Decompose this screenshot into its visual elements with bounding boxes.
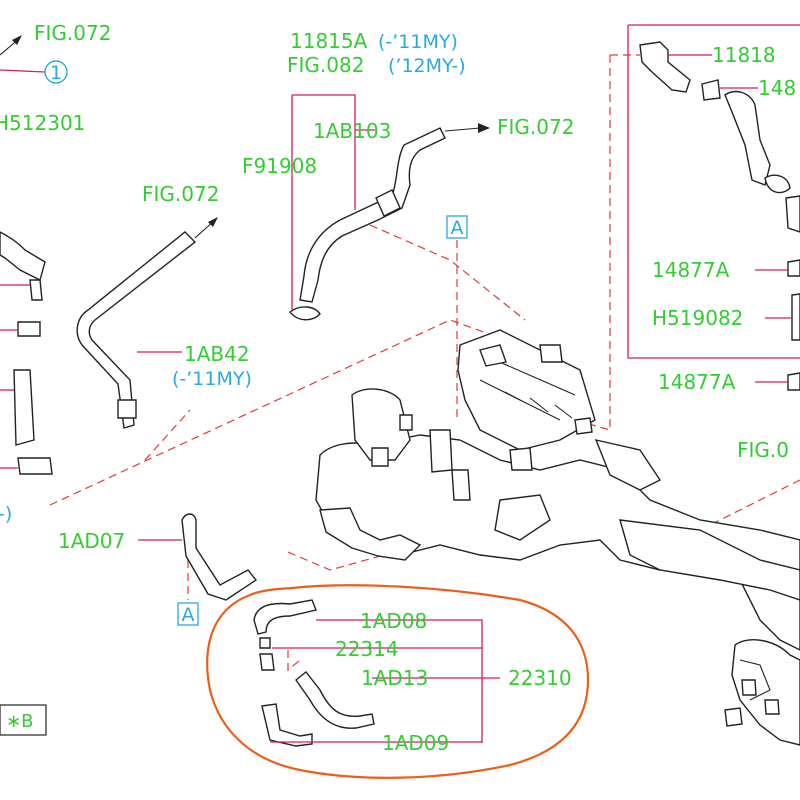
ref-box-a-bottom: A [177, 602, 199, 626]
label-fig072-top-left: FIG.072 [34, 21, 111, 45]
label-11815a-note: (-’11MY) [378, 31, 458, 53]
label-h519082: H519082 [652, 306, 743, 330]
hose-1ab42 [76, 217, 218, 429]
label-fig072-left: FIG.072 [142, 182, 219, 206]
hose-1ad07 [138, 513, 258, 601]
left-edge-hoses [0, 231, 53, 475]
label-22314: 22314 [335, 637, 399, 661]
label-1ab42: 1AB42 [184, 342, 250, 366]
label-circle-1: 1 [50, 62, 62, 84]
label-f91908: F91908 [242, 154, 317, 178]
label-1ad08: 1AD08 [360, 609, 427, 633]
circle-ref-1 [44, 60, 68, 84]
fig072-arrow-top-left [0, 35, 46, 73]
intake-manifold-assembly [315, 329, 800, 746]
hose-group-22310 [206, 584, 590, 779]
highlight-loop [206, 584, 590, 779]
callout-labels: FIG.072 1 H512301 11815A (-’11MY) FIG.08… [0, 21, 796, 755]
ref-box-b: ∗B [0, 704, 47, 736]
label-11818: 11818 [712, 43, 776, 67]
label-h512301: H512301 [0, 111, 85, 135]
label-14877a-upper: 14877A [652, 258, 730, 282]
label-148-partial: 148 [758, 76, 796, 100]
label-1ad07: 1AD07 [58, 529, 125, 553]
ref-box-a-top: A [446, 215, 468, 239]
label-fig0-partial: FIG.0 [737, 438, 789, 462]
label-22310: 22310 [508, 666, 572, 690]
label-1ad09: 1AD09 [382, 731, 449, 755]
svg-text:A: A [451, 217, 464, 239]
right-box-group [627, 24, 800, 391]
svg-text:∗B: ∗B [6, 711, 33, 732]
label-1ab103: 1AB103 [313, 119, 391, 143]
hose-1ab103 [289, 94, 490, 321]
label-1ad13: 1AD13 [361, 666, 428, 690]
label-fig082-note: (’12MY-) [388, 55, 466, 77]
label-fig082: FIG.082 [287, 53, 364, 77]
label-11815a: 11815A [290, 29, 368, 53]
label-fig072-mid: FIG.072 [497, 115, 574, 139]
label-14877a-lower: 14877A [658, 370, 736, 394]
label-1ab42-note: (-’11MY) [172, 368, 252, 390]
svg-text:A: A [182, 604, 195, 626]
label-left-note: -) [0, 503, 12, 525]
